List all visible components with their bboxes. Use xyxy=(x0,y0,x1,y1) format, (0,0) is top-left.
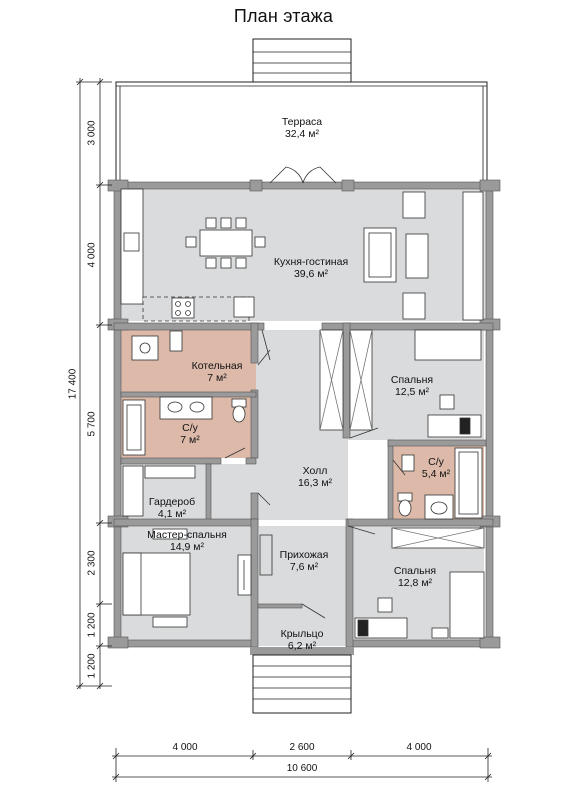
room-label-boiler: Котельная 7 м² xyxy=(192,360,243,384)
dimension-left-kitchen: 4 000 xyxy=(86,242,98,268)
room-name: Терраса xyxy=(281,116,323,128)
walls xyxy=(107,179,501,649)
room-area: 4,1 м² xyxy=(157,508,187,520)
room-label-hall: Холл 16,3 м² xyxy=(298,465,332,489)
room-label-terrace: Терраса 32,4 м² xyxy=(282,116,322,140)
dimension-bottom-total: 10 600 xyxy=(286,763,318,774)
room-name: Спальня xyxy=(393,565,437,577)
room-name: Прихожая xyxy=(279,549,329,561)
dimension-left-total: 17 400 xyxy=(67,368,79,400)
room-area: 6,2 м² xyxy=(287,640,317,652)
room-label-bath-2: С/у 5,4 м² xyxy=(422,456,450,480)
room-name: С/у xyxy=(428,456,444,468)
dimension-lines xyxy=(76,78,492,782)
dimension-left-lower: 2 300 xyxy=(86,550,98,576)
dimension-bottom-middle: 2 600 xyxy=(289,742,315,753)
dimension-left-bottom-1: 1 200 xyxy=(86,612,98,638)
room-name: Мастер-спальня xyxy=(147,529,227,541)
room-area: 7 м² xyxy=(180,434,200,446)
room-area: 7,6 м² xyxy=(289,561,319,573)
room-area: 16,3 м² xyxy=(297,477,333,489)
dimension-left-bottom-2: 1 200 xyxy=(86,653,98,679)
doors xyxy=(224,166,406,619)
room-label-bedroom-2: Спальня 12,8 м² xyxy=(394,565,436,589)
room-label-bath-1: С/у 7 м² xyxy=(180,422,199,446)
porch xyxy=(250,647,354,714)
dimension-left-middle: 5 700 xyxy=(86,411,98,437)
room-label-master-bedroom: Мастер-спальня 14,9 м² xyxy=(147,529,227,553)
room-label-porch: Крыльцо 6,2 м² xyxy=(281,628,324,652)
dimension-bottom-right: 4 000 xyxy=(406,742,432,753)
furniture xyxy=(120,188,485,639)
room-area: 5,4 м² xyxy=(421,468,451,480)
room-area: 32,4 м² xyxy=(284,128,320,140)
room-area: 39,6 м² xyxy=(293,268,329,280)
room-name: С/у xyxy=(182,422,198,434)
room-name: Крыльцо xyxy=(280,628,324,640)
room-name: Гардероб xyxy=(148,496,196,508)
room-name: Холл xyxy=(302,465,328,477)
room-name: Котельная xyxy=(191,360,243,372)
terrace xyxy=(115,38,488,184)
room-label-kitchen: Кухня-гостиная 39,6 м² xyxy=(274,256,348,280)
dimension-bottom-left: 4 000 xyxy=(172,742,198,753)
room-area: 12,5 м² xyxy=(394,386,430,398)
room-area: 14,9 м² xyxy=(169,541,205,553)
room-label-wardrobe: Гардероб 4,1 м² xyxy=(149,496,195,520)
room-area: 12,8 м² xyxy=(397,577,433,589)
page-title: План этажа xyxy=(233,6,334,26)
room-area: 7 м² xyxy=(207,372,227,384)
room-name: Кухня-гостиная xyxy=(273,256,349,268)
room-label-bedroom-1: Спальня 12,5 м² xyxy=(391,374,433,398)
room-label-entry: Прихожая 7,6 м² xyxy=(280,549,329,573)
room-name: Спальня xyxy=(390,374,434,386)
dimension-left-terrace: 3 000 xyxy=(86,120,98,146)
